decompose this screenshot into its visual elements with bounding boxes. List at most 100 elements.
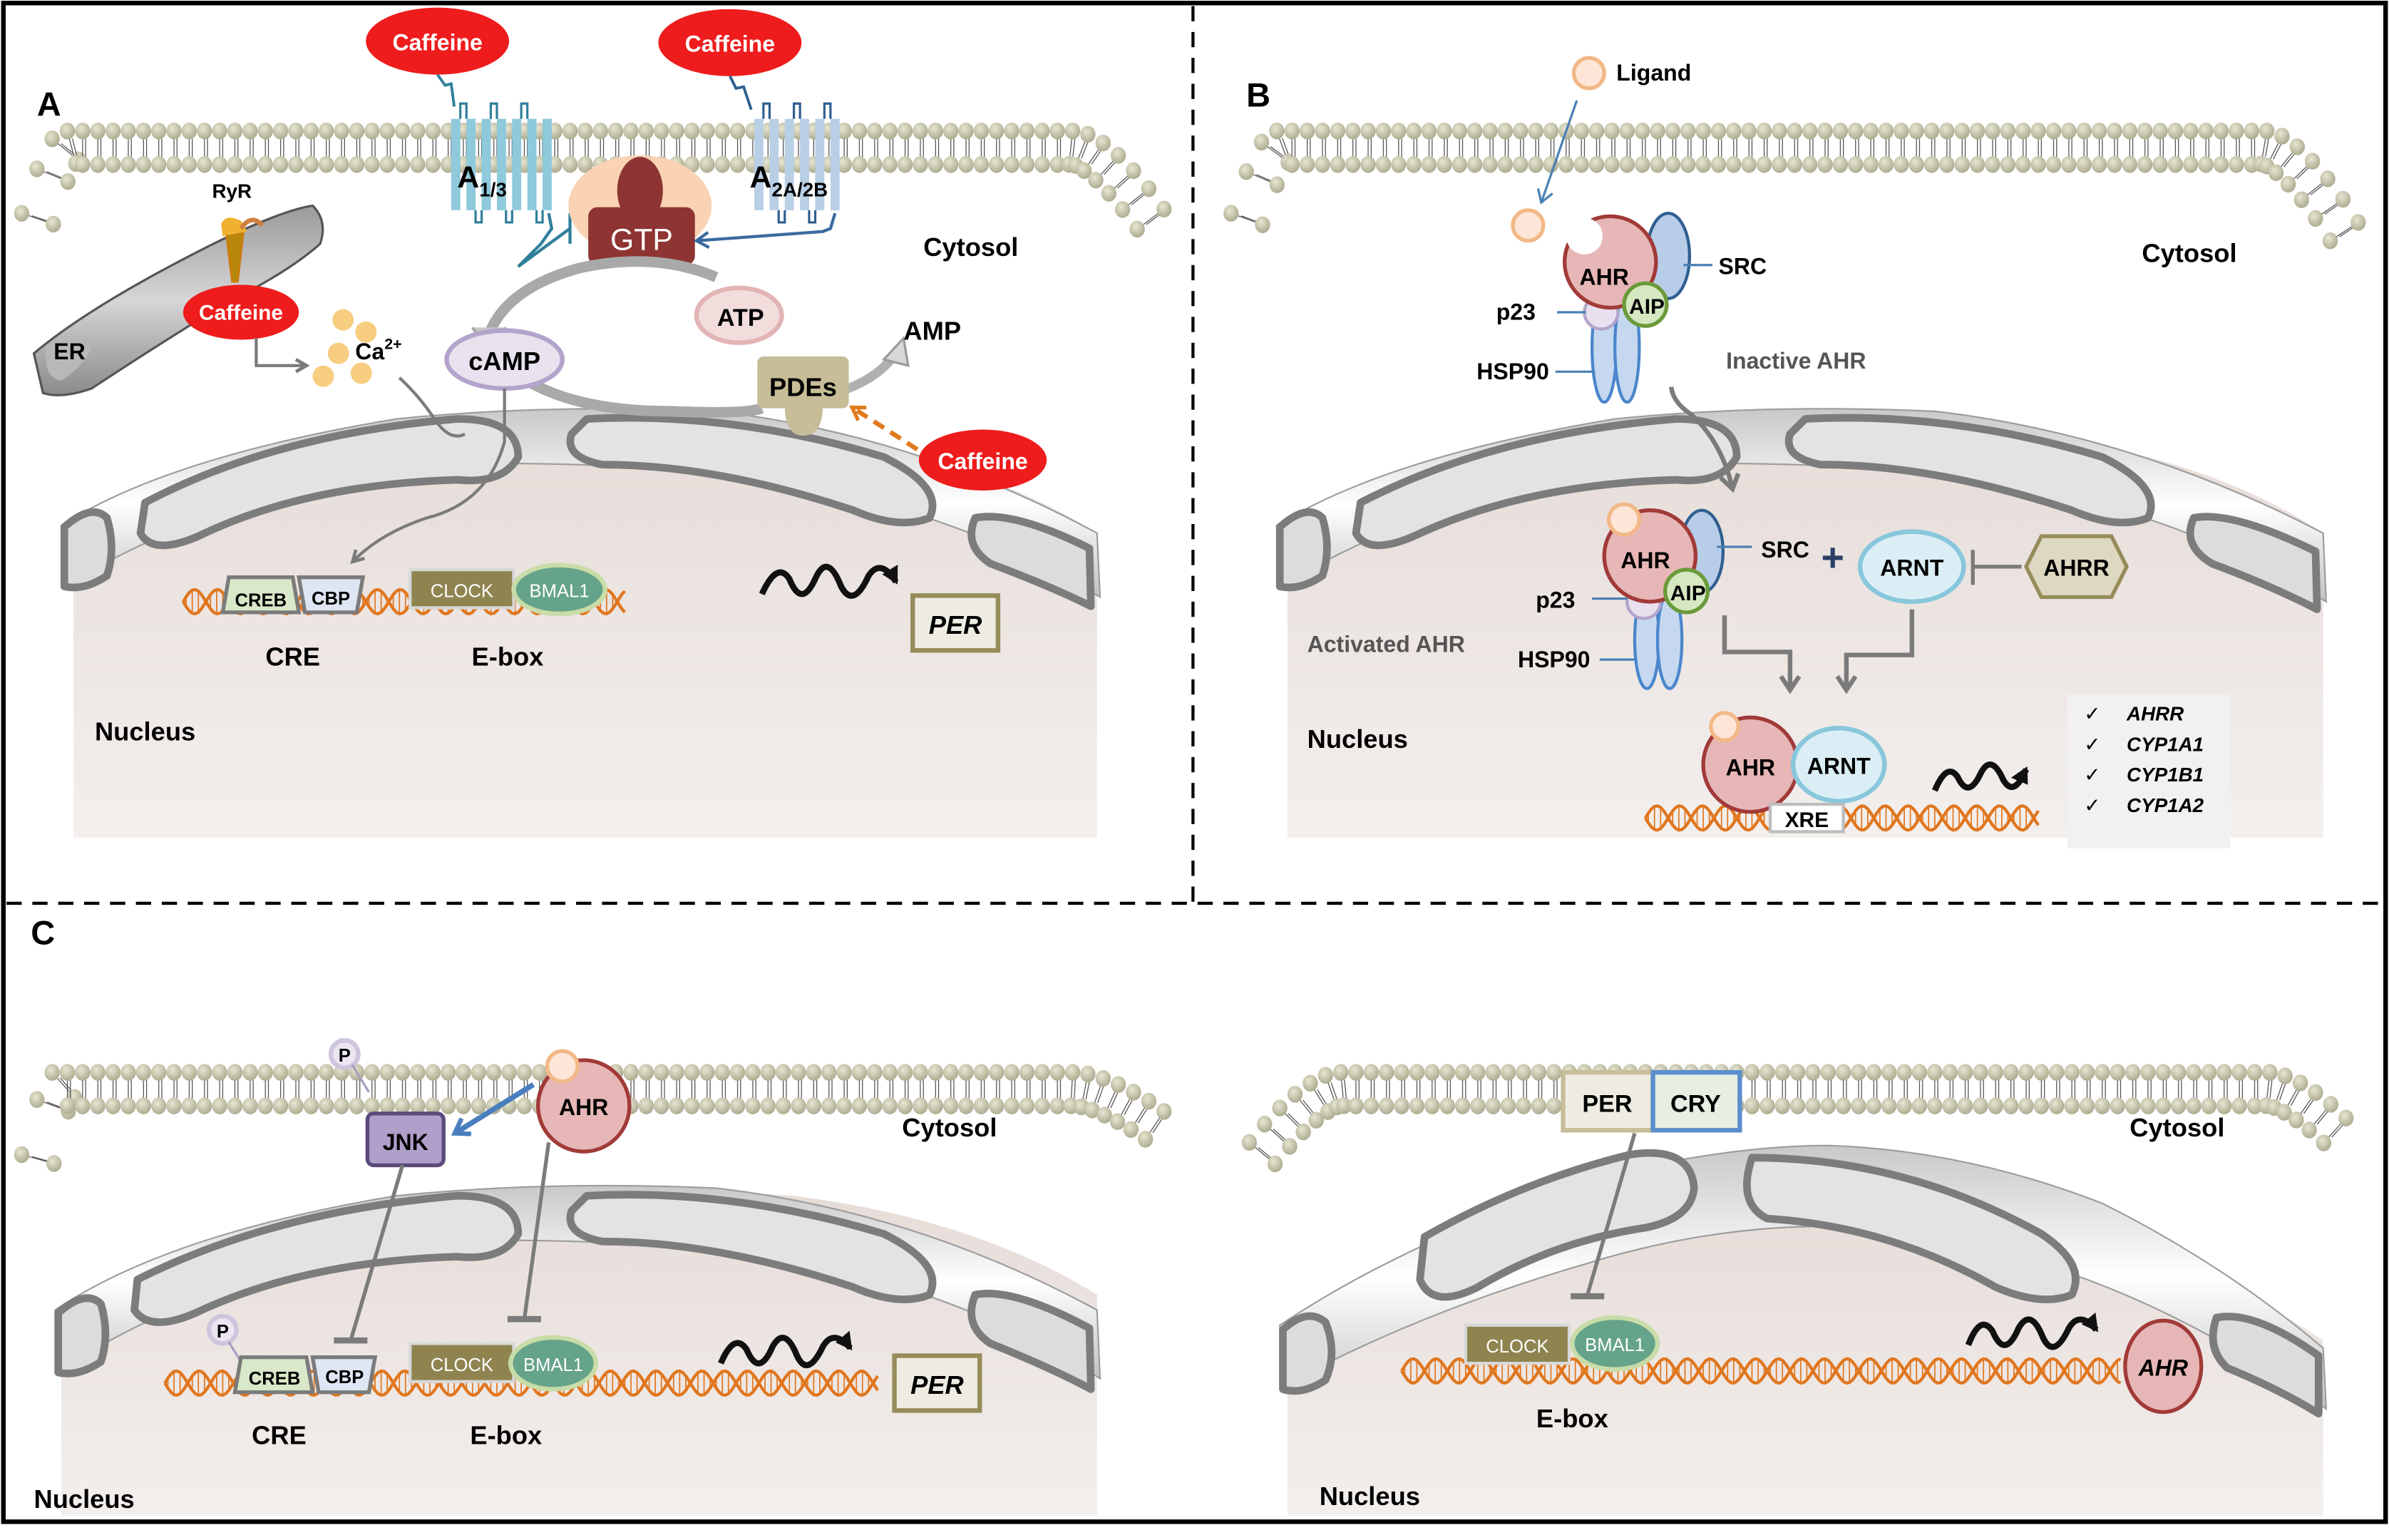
ca-signal-line [398,376,466,438]
per-protein-label: PER [1582,1091,1632,1118]
panel-c-right: PER CRY Cytosol CLOCK BMAL1 E-box AHR Nu… [1241,1064,2354,1516]
bmal1-label-a: BMAL1 [530,582,590,602]
plus-sign: + [1821,535,1844,580]
clock-label-c-left: CLOCK [431,1355,493,1375]
receptor-a2 [729,75,840,224]
cbp-label-a: CBP [312,589,350,609]
ryr-channel: RyR [212,180,264,283]
translocation-arrow [1669,386,1732,488]
per-protein-box [1561,1069,1655,1133]
src-active-label: SRC [1761,537,1809,563]
camp-label: cAMP [468,346,540,376]
caffeine-a2 [658,9,802,76]
nucleus-label-c-right: Nucleus [1320,1482,1420,1511]
target-gene-item: CYP1B1 [2127,764,2204,786]
p23-active-label: p23 [1536,587,1575,612]
cry-protein-box [1650,1069,1742,1133]
target-gene-item: CYP1A1 [2127,733,2204,755]
check-icon: ✓ [2084,764,2100,786]
calcium-label: Ca2+ [355,335,401,364]
xre-box [1768,802,1845,833]
per-gene-box-a [910,593,1001,653]
inactive-ahr-label: Inactive AHR [1726,348,1866,374]
ligand-entry-arrow [1536,100,1578,205]
gtp-label: GTP [610,222,673,257]
cycle-arrow-gtp-camp [483,256,719,340]
per-gene-box-c [892,1353,982,1413]
amp-arrowhead [881,335,910,367]
amp-label: AMP [903,316,961,345]
src-inactive-label: SRC [1718,254,1767,279]
transcription-arrow-a [759,563,899,599]
nucleus-region-b [1287,423,2323,838]
cbp-label-c: CBP [325,1367,364,1387]
caffeine-a13 [366,7,510,75]
calcium-ions [312,309,377,387]
gtp-box [588,207,695,265]
bmal1-node-c-right [1570,1315,1660,1372]
per-gene-label-c: PER [910,1370,964,1400]
transcription-arrow-b [1931,761,2029,792]
arrow-ahr-to-complex [1722,615,1790,689]
ligand-icon [1571,56,1606,91]
inhibit-stem-a13 [517,227,571,268]
check-icon: ✓ [2084,733,2100,755]
nuclear-envelope-c-left [54,1184,1101,1393]
creb-cbp-complex-c [232,1355,378,1395]
activated-ahr-label: Activated AHR [1307,631,1465,657]
receptor-a13 [436,73,552,224]
phospho-jnk-label: P [339,1046,351,1066]
arrow-arnt-to-complex [1846,609,1914,689]
phospho-jnk-icon [328,1038,361,1070]
panel-letter-a: A [37,85,61,123]
ebox-label-c-left: E-box [470,1420,542,1449]
aip-inactive-label: AIP [1629,295,1665,319]
cry-protein-label: CRY [1670,1091,1721,1118]
panel-c-left: C P JNK AHR Cytosol P [14,914,1172,1516]
ebox-label-a: E-box [472,642,544,672]
check-icon: ✓ [2084,794,2100,816]
panel-a: A ER RyR Caffeine [14,7,1172,838]
nucleus-label-a: Nucleus [95,717,195,746]
ligand-bound [1709,711,1740,743]
arnt-complex-label: ARNT [1807,753,1871,779]
hsp90-inactive-label: HSP90 [1476,359,1549,384]
activated-ahr-complex [1602,502,1725,690]
pdes-node [757,356,849,436]
arnt-complex-node [1790,726,1887,804]
inactive-ahr-complex [1562,211,1691,404]
activation-arrow-a2 [693,212,837,250]
caffeine-pde-label: Caffeine [937,448,1027,474]
ebox-label-c-right: E-box [1536,1404,1608,1433]
inhibit-per-cry-clock [1586,1132,1637,1295]
clock-label-c-right: CLOCK [1486,1337,1548,1357]
receptor-a13-label: A1/3 [457,160,506,201]
g-protein-alpha [617,157,663,225]
phospho-creb-label: P [217,1322,229,1342]
aip-active-label: AIP [1670,582,1706,605]
atp-node [694,285,784,345]
bmal1-node-a [511,563,607,617]
jnk-box [365,1112,446,1168]
ahr-ligand-c [545,1049,580,1084]
nucleus-region-a [73,423,1097,838]
creb-label-a: CREB [235,590,287,610]
ahr-activates-jnk-arrow [457,1082,535,1131]
panel-letter-b: B [1246,76,1270,114]
cytosol-label-c-right: Cytosol [2129,1113,2224,1142]
ahrr-label: AHRR [2043,555,2110,581]
nuclear-envelope-b [1275,408,2328,613]
ahr-gene-label: AHR [2138,1355,2188,1380]
cytosol-label-a: Cytosol [923,232,1018,262]
caffeine-a2-label: Caffeine [685,31,775,57]
target-gene-list [2067,694,2231,849]
inhibit-jnk-creb [349,1164,405,1341]
transcription-arrow-c-left [718,1330,853,1369]
creb-cbp-complex-a [220,575,366,615]
jnk-label: JNK [383,1129,428,1155]
ligand-free [1511,208,1546,243]
nucleus-label-b: Nucleus [1307,724,1408,754]
pdes-label: PDEs [769,372,837,401]
